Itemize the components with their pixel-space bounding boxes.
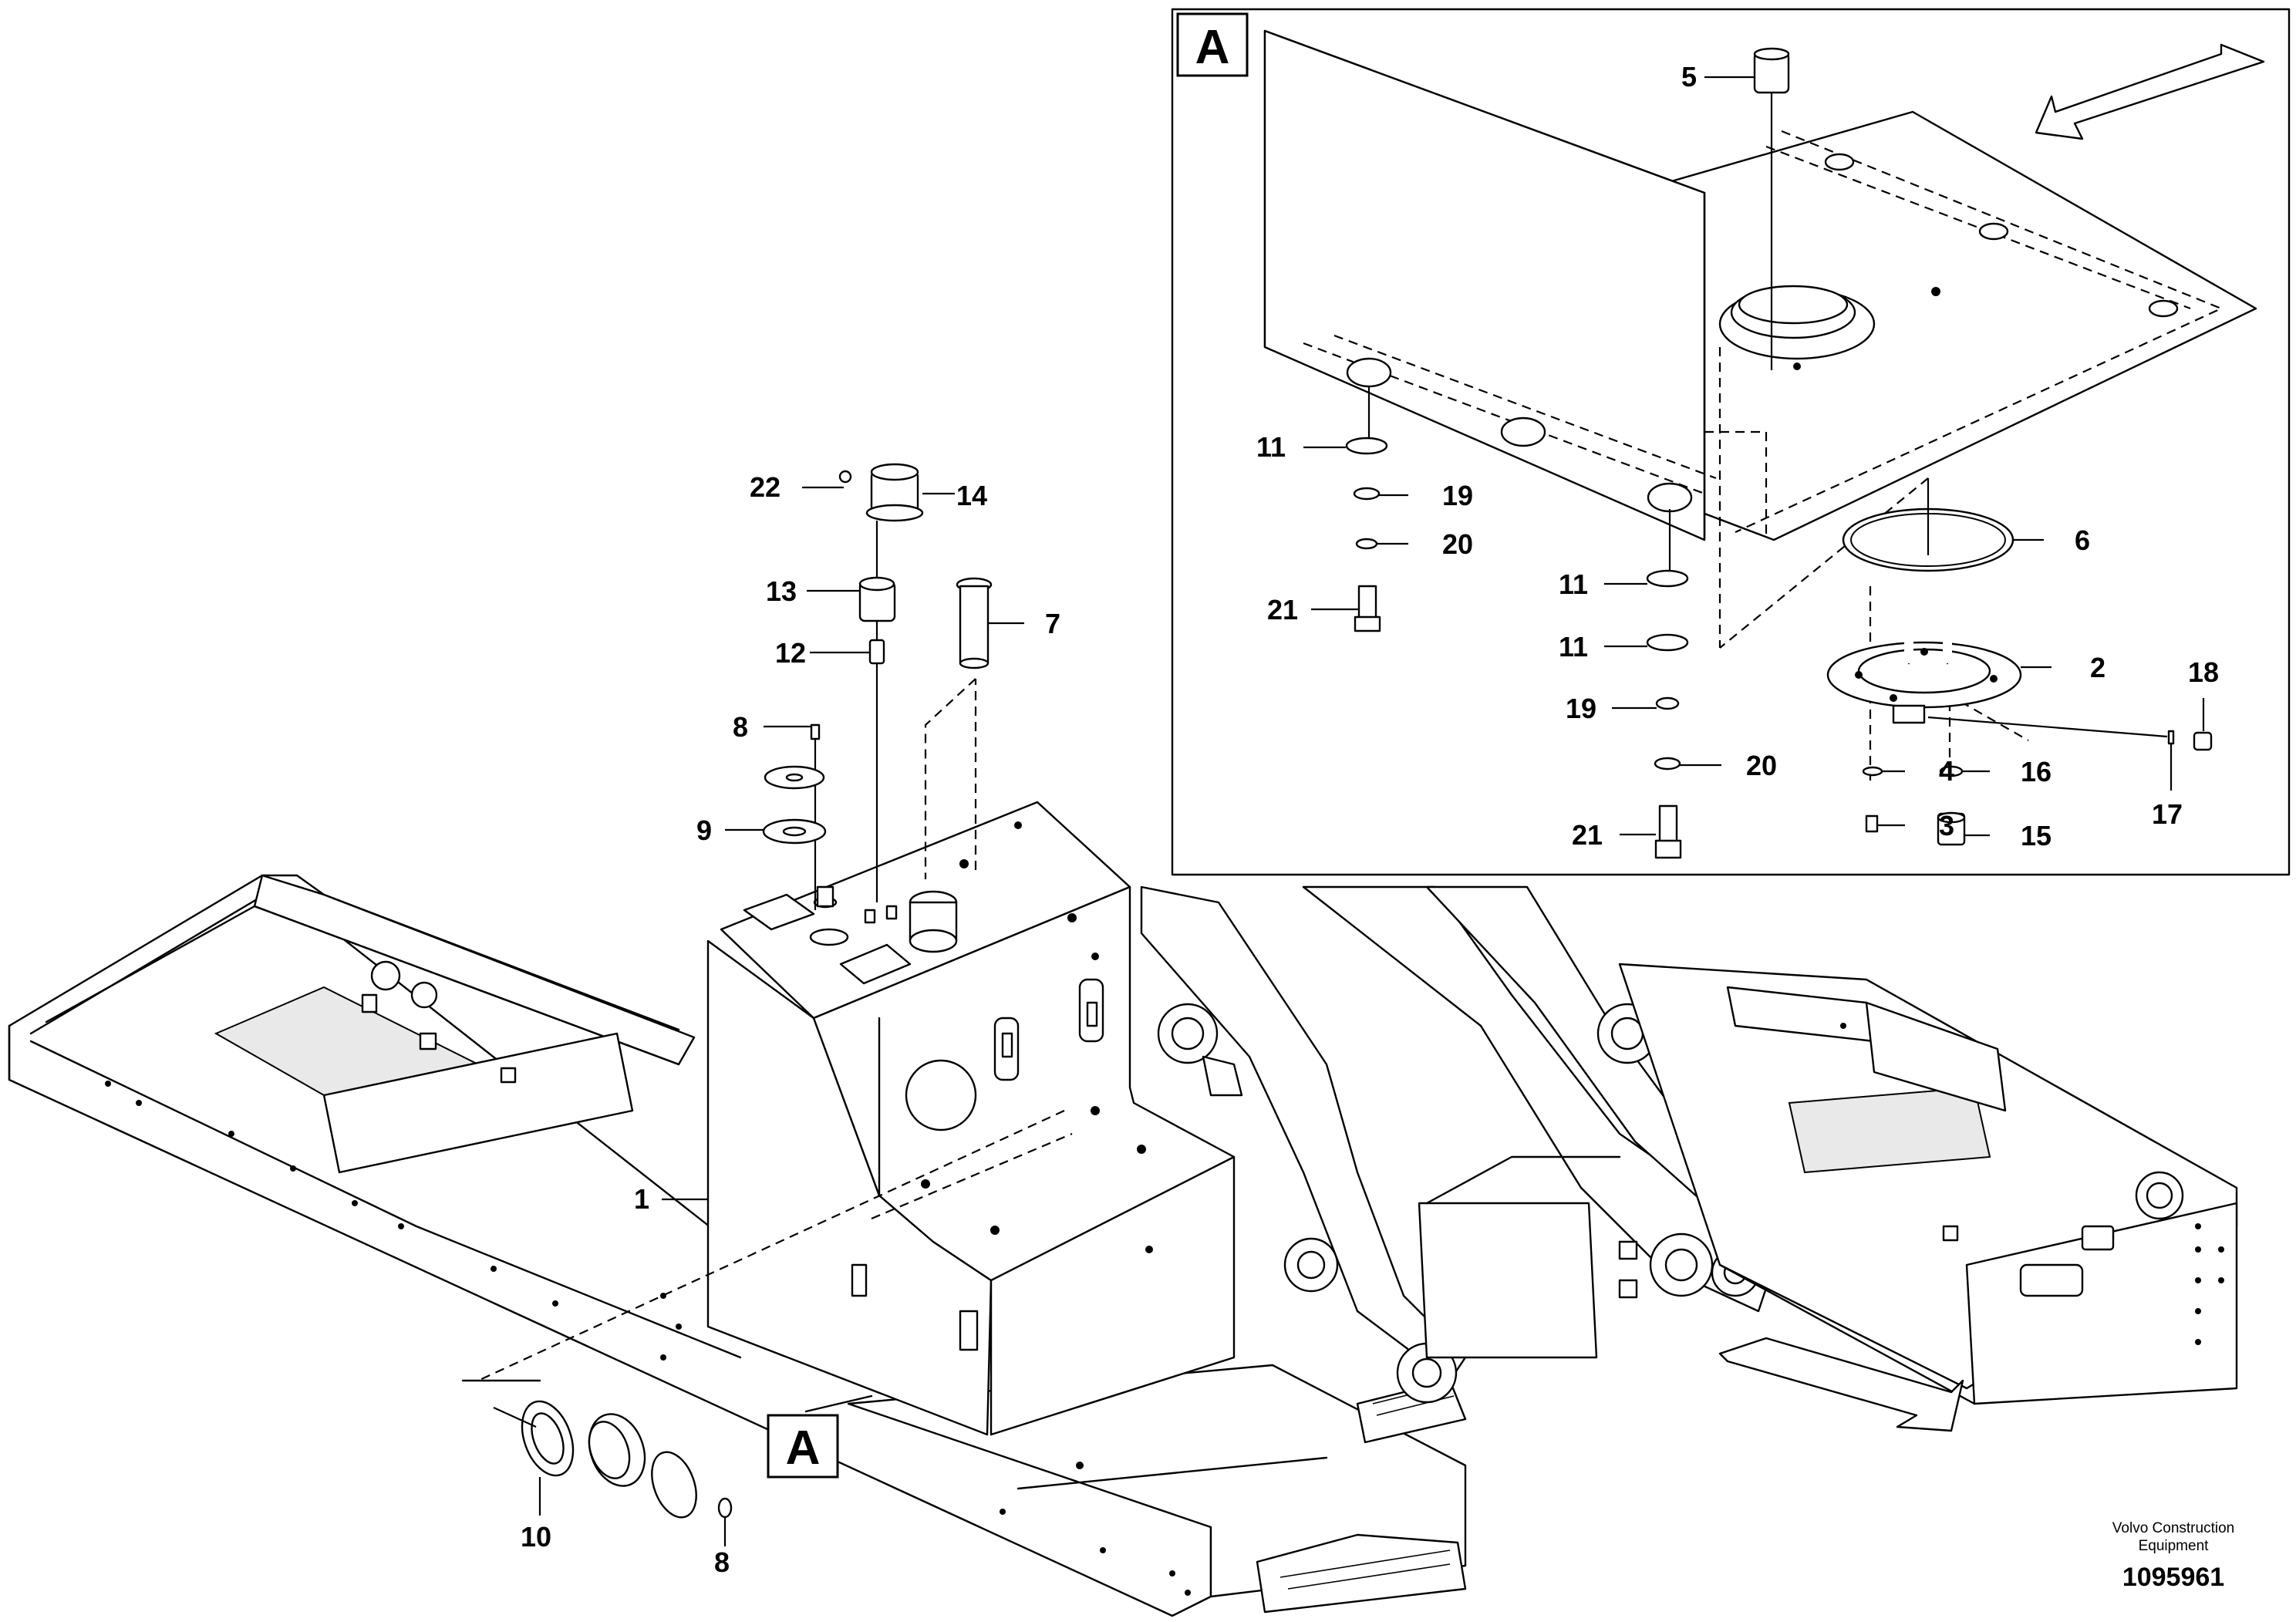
callout-9: 9 [696,814,712,846]
callout-7: 7 [1045,608,1060,639]
callout-19-right: 19 [1566,693,1596,724]
hydraulic-tank [706,801,1236,1469]
callout-15: 15 [2021,820,2052,851]
lower-cover-parts [493,1400,733,1519]
callout-3: 3 [1939,810,1954,841]
breather-filter-stack [762,463,993,910]
callout-8-upper: 8 [733,711,748,743]
direction-arrow-lower[interactable] [1718,1337,1964,1432]
company-line-1: Volvo Construction [2112,1520,2234,1536]
callout-11-right-lower: 11 [1559,631,1588,663]
callout-20-left: 20 [1442,528,1473,560]
direction-arrow-upper[interactable] [2035,43,2265,140]
callout-5: 5 [1681,61,1697,93]
company-line-2: Equipment [2139,1538,2210,1554]
view-label-a-main-text: A [786,1421,821,1475]
callout-10: 10 [521,1521,551,1553]
callout-8-lower: 8 [714,1546,730,1578]
callout-20-right: 20 [1746,750,1777,781]
callout-11-right-upper: 11 [1559,568,1588,600]
callout-22: 22 [750,471,781,503]
callout-1: 1 [634,1183,649,1215]
document-number: 1095961 [2122,1563,2224,1592]
upper-frame-structure [8,874,2238,1617]
callout-21-left: 21 [1267,594,1298,626]
callout-18: 18 [2188,656,2219,688]
callout-14: 14 [956,480,987,511]
callout-11-left: 11 [1256,431,1286,463]
callout-21-right: 21 [1572,819,1603,851]
view-label-a-main: A [767,1414,839,1479]
callout-6: 6 [2075,524,2090,556]
leader-lines [538,76,2205,1546]
detail-inset-a [1171,8,2291,876]
callout-labels: 1 22 14 13 12 7 8 9 10 8 5 6 2 4 3 16 15… [521,61,2219,1578]
inset-label-a: A [1195,21,1230,74]
callout-4: 4 [1939,755,1954,787]
tank-top-flanges [743,885,958,985]
callout-16: 16 [2021,756,2052,787]
callout-12: 12 [775,637,806,669]
footer-credit: Volvo Construction Equipment 1095961 [2112,1520,2234,1592]
callout-13: 13 [766,575,797,607]
callout-2: 2 [2090,652,2106,683]
callout-17: 17 [2152,798,2183,830]
callout-19-left: 19 [1442,480,1473,511]
